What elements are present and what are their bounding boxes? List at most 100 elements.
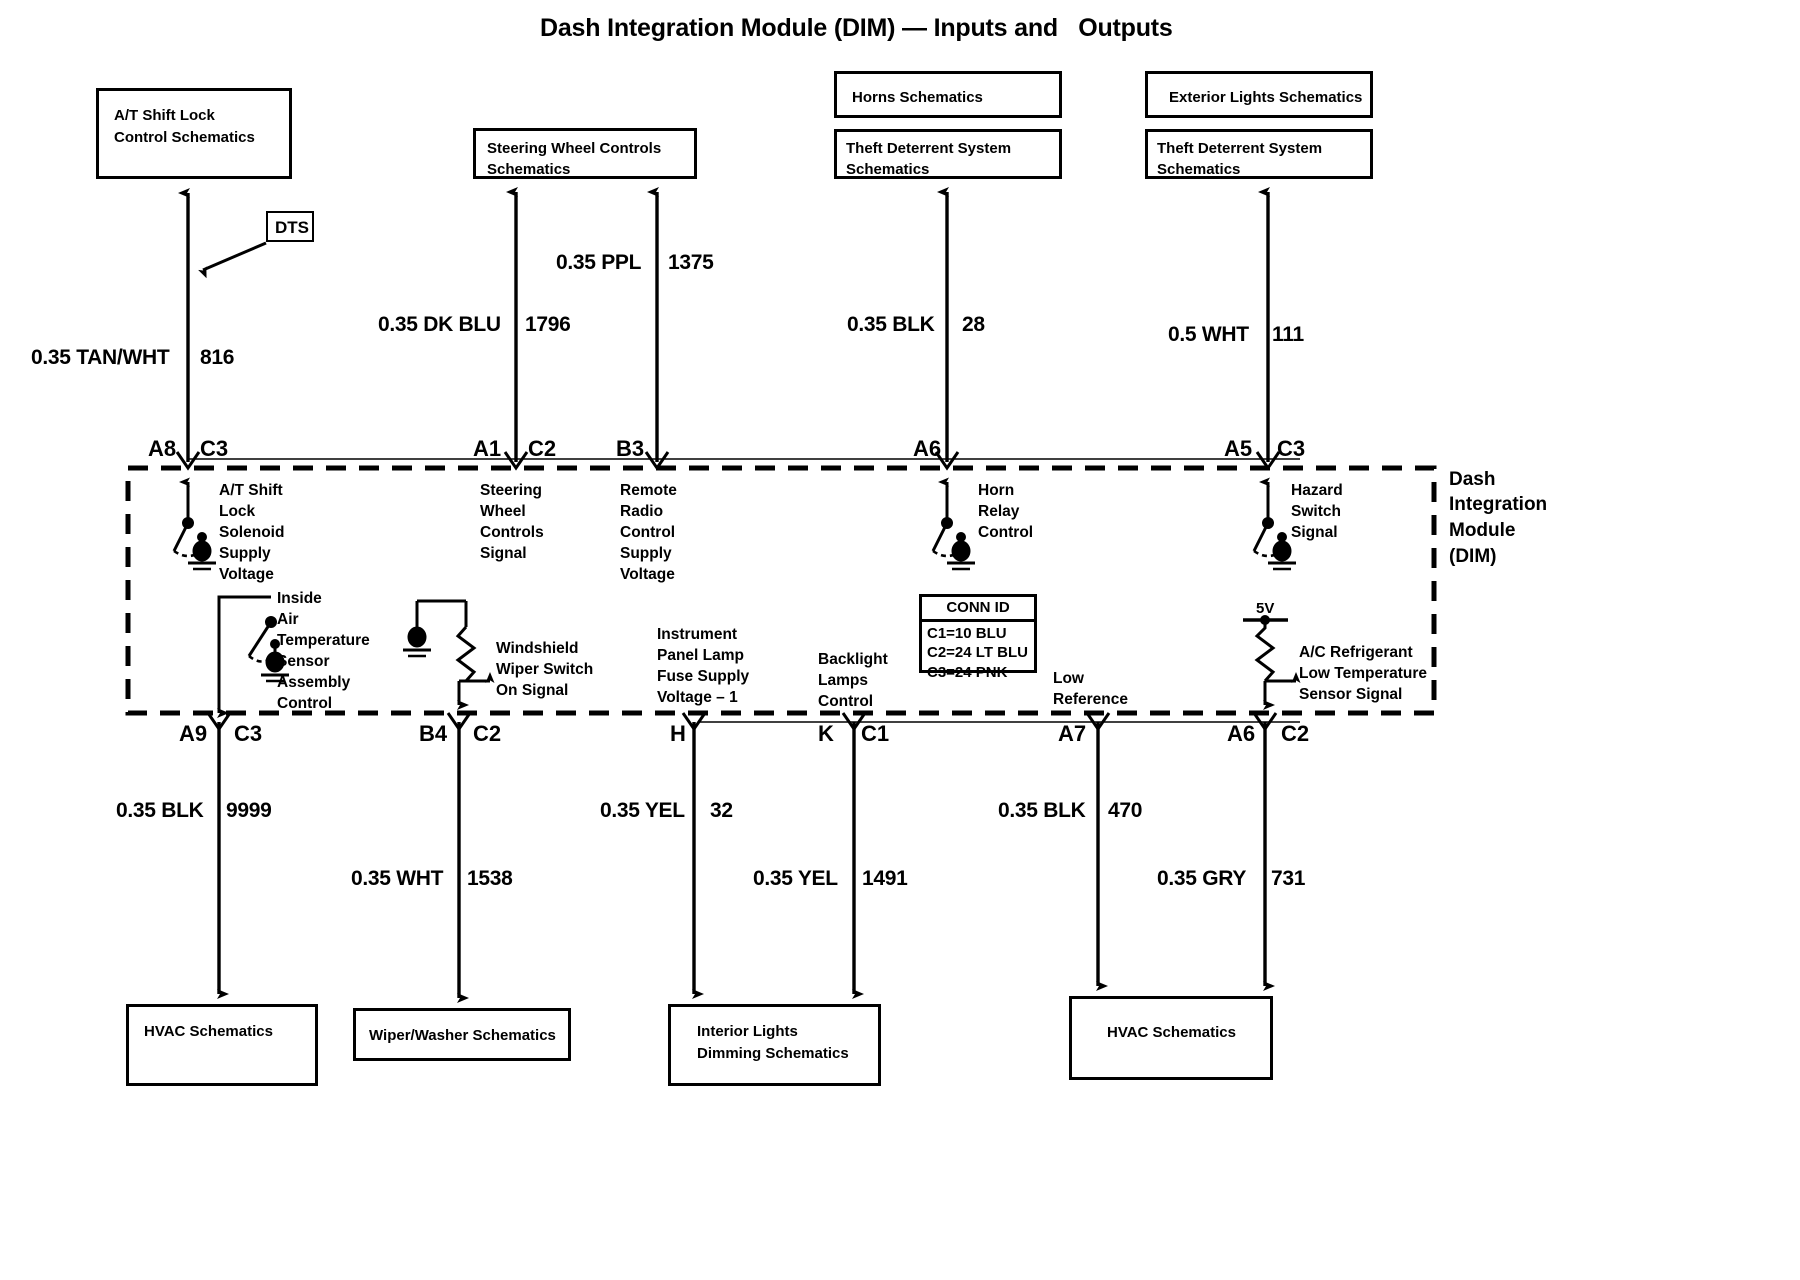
wire-label-1796-color: 0.35 DK BLU — [378, 313, 501, 336]
pin-k-connector: C1 — [861, 721, 890, 746]
schematic-box-wiper-washer-line1: Wiper/Washer Schematics — [369, 1027, 556, 1044]
symbol-ac-refrigerant-pullup — [1243, 618, 1301, 710]
label-steering-wheel-controls-signal: Steering Wheel Controls Signal — [480, 482, 544, 562]
top-wire-lines — [178, 187, 1270, 462]
wire-label-1796-circuit: 1796 — [525, 313, 571, 336]
wire-label-1491-color: 0.35 YEL — [753, 867, 838, 890]
schematic-box-exterior-lights-line1: Exterior Lights Schematics — [1169, 89, 1363, 106]
schematic-box-horns-line1: Horns Schematics — [852, 89, 983, 106]
wire-label-470-circuit: 470 — [1108, 799, 1143, 822]
label-low-reference: Low Reference — [1053, 670, 1128, 708]
label-ac-refrigerant-low-temp-sensor: A/C Refrigerant Low Temperature Sensor S… — [1299, 644, 1428, 703]
conn-id-header: CONN ID — [922, 597, 1034, 623]
wire-label-28-color: 0.35 BLK — [847, 313, 935, 336]
pin-b4-terminal: B4 — [419, 721, 448, 746]
pin-a8-terminal: A8 — [148, 436, 177, 461]
symbol-at-shift-lock-switch — [172, 477, 216, 571]
supply-voltage-label: 5V — [1256, 600, 1275, 617]
wire-label-1538-color: 0.35 WHT — [351, 867, 444, 890]
pin-b4-connector: C2 — [473, 721, 502, 746]
conn-id-row-c1: C1=10 BLU — [927, 625, 1007, 643]
pin-b3-terminal: B3 — [616, 436, 645, 461]
label-horn-relay-control: Horn Relay Control — [978, 482, 1034, 541]
schematic-box-theft-left-line1: Theft Deterrent System — [846, 140, 1012, 157]
label-hazard-switch-signal: Hazard Switch Signal — [1291, 482, 1343, 541]
wire-label-1375-color: 0.35 PPL — [556, 251, 642, 274]
schematic-box-hvac-left[interactable]: HVAC Schematics — [126, 1004, 318, 1086]
wire-label-731-circuit: 731 — [1271, 867, 1306, 890]
wire-label-816-circuit: 816 — [200, 346, 235, 369]
pin-a1-terminal: A1 — [473, 436, 502, 461]
symbol-hazard-switch — [1252, 477, 1296, 571]
wire-label-816-color: 0.35 TAN/WHT — [31, 346, 170, 369]
schematic-box-horns[interactable]: Horns Schematics — [834, 71, 1062, 118]
bottom-connector-chevrons — [206, 712, 1278, 732]
wire-label-28-circuit: 28 — [962, 313, 985, 336]
pin-a6-horn-terminal: A6 — [913, 436, 942, 461]
module-label-line4: (DIM) — [1449, 546, 1497, 567]
schematic-box-at-shift-lock[interactable]: A/T Shift Lock Control Schematics — [96, 88, 292, 179]
module-label-line2: Integration — [1449, 494, 1548, 515]
pin-a7-terminal: A7 — [1058, 721, 1087, 746]
symbol-horn-relay-switch — [931, 477, 975, 571]
bottom-wire-lines — [217, 722, 1275, 1003]
schematic-box-theft-deterrent-right[interactable]: Theft Deterrent System Schematics — [1145, 129, 1373, 179]
pin-h-terminal: H — [670, 721, 686, 746]
wire-label-1538-circuit: 1538 — [467, 867, 513, 890]
schematic-box-hvac-right[interactable]: HVAC Schematics — [1069, 996, 1273, 1080]
schematic-box-hvac-left-line1: HVAC Schematics — [144, 1023, 273, 1040]
label-instrument-panel-lamp-fuse: Instrument Panel Lamp Fuse Supply Voltag… — [657, 626, 750, 706]
wire-label-1375-circuit: 1375 — [668, 251, 714, 274]
wire-label-731-color: 0.35 GRY — [1157, 867, 1247, 890]
conn-id-row-c2: C2=24 LT BLU — [927, 644, 1028, 662]
wire-label-9999-circuit: 9999 — [226, 799, 272, 822]
pin-a9-connector: C3 — [234, 721, 263, 746]
schematic-box-hvac-right-line1: HVAC Schematics — [1107, 1024, 1236, 1041]
pin-a5-terminal: A5 — [1224, 436, 1253, 461]
module-label-line1: Dash — [1449, 469, 1496, 490]
top-connector-chevrons — [175, 451, 1281, 471]
dts-callout-box[interactable]: DTS — [266, 211, 314, 242]
schematic-box-theft-right-line1: Theft Deterrent System — [1157, 140, 1323, 157]
schematic-box-steering-wheel-line2: Schematics — [487, 161, 571, 178]
dts-leader — [198, 241, 267, 279]
dts-callout-label: DTS — [275, 218, 309, 237]
page-title: Dash Integration Module (DIM) — Inputs a… — [540, 14, 1173, 42]
schematic-box-interior-lights-line1: Interior Lights — [697, 1023, 798, 1040]
schematic-box-steering-wheel-line1: Steering Wheel Controls — [487, 140, 662, 157]
schematic-box-steering-wheel-controls[interactable]: Steering Wheel Controls Schematics — [473, 128, 697, 179]
schematic-box-interior-lights-line2: Dimming Schematics — [697, 1045, 849, 1062]
conn-id-box: CONN ID C1=10 BLU C2=24 LT BLU C3=24 PNK — [919, 594, 1037, 681]
conn-id-row-c3: C3=24 PNK — [927, 663, 1008, 681]
wire-label-111-circuit: 111 — [1272, 323, 1304, 346]
pin-a6-ac-terminal: A6 — [1227, 721, 1256, 746]
wire-label-470-color: 0.35 BLK — [998, 799, 1086, 822]
label-at-shift-lock-solenoid: A/T Shift Lock Solenoid Supply Voltage — [219, 482, 285, 583]
pin-a5-connector: C3 — [1277, 436, 1306, 461]
wire-label-32-circuit: 32 — [710, 799, 733, 822]
pin-a8-connector: C3 — [200, 436, 229, 461]
symbol-windshield-wiper-ground — [403, 626, 431, 658]
schematic-box-wiper-washer[interactable]: Wiper/Washer Schematics — [353, 1008, 571, 1061]
schematic-box-at-shift-lock-line1: A/T Shift Lock — [114, 107, 215, 124]
schematic-box-theft-right-line2: Schematics — [1157, 161, 1241, 178]
symbol-windshield-wiper-pulldown — [415, 599, 495, 710]
pin-a1-connector: C2 — [528, 436, 557, 461]
label-remote-radio-control-supply-voltage: Remote Radio Control Supply Voltage — [620, 482, 677, 583]
wire-label-32-color: 0.35 YEL — [600, 799, 685, 822]
pin-a9-terminal: A9 — [179, 721, 208, 746]
schematic-box-at-shift-lock-line2: Control Schematics — [114, 129, 255, 146]
wire-label-1491-circuit: 1491 — [862, 867, 908, 890]
schematic-box-exterior-lights[interactable]: Exterior Lights Schematics — [1145, 71, 1373, 118]
label-backlight-lamps-control: Backlight Lamps Control — [818, 651, 888, 710]
wire-label-111-color: 0.5 WHT — [1168, 323, 1249, 346]
schematic-box-theft-deterrent-left[interactable]: Theft Deterrent System Schematics — [834, 129, 1062, 179]
label-inside-air-temperature-sensor: Inside Air Temperature Sensor Assembly C… — [277, 590, 370, 712]
module-label-line3: Module — [1449, 520, 1516, 541]
wire-label-9999-color: 0.35 BLK — [116, 799, 204, 822]
schematic-box-interior-lights[interactable]: Interior Lights Dimming Schematics — [668, 1004, 881, 1086]
pin-a6-ac-connector: C2 — [1281, 721, 1310, 746]
label-windshield-wiper-switch-on-signal: Windshield Wiper Switch On Signal — [496, 640, 594, 699]
